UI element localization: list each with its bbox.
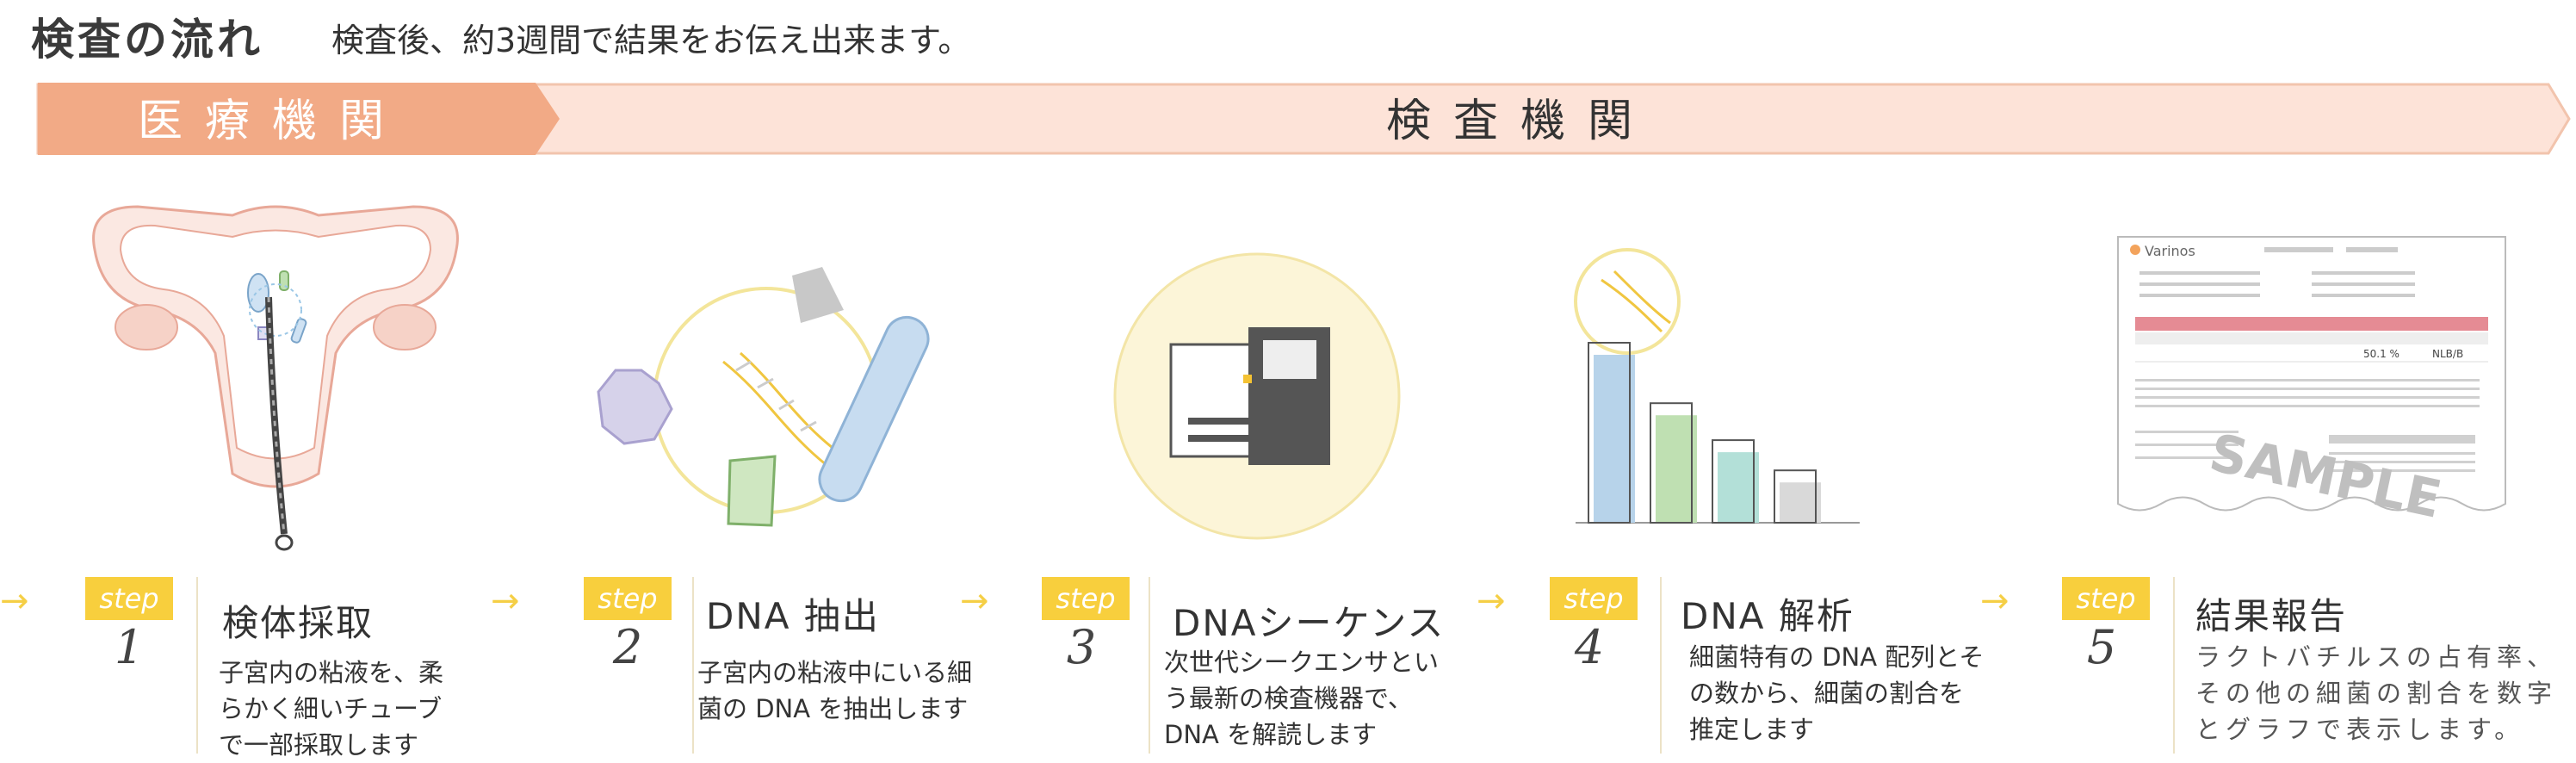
step-1-title: 検体採取	[222, 602, 375, 644]
step-2-description: 子宮内の粘液中にいる細菌の DNA を抽出します	[697, 658, 973, 723]
chart-bar-1	[1594, 355, 1635, 523]
chart-bar-outline-2	[1650, 402, 1693, 524]
chart-bar-outline-3	[1712, 439, 1755, 524]
flow-arrow-icon: →	[1477, 581, 1506, 621]
chart-bar-2	[1656, 415, 1697, 523]
process-banner	[36, 83, 2571, 155]
banner-clinic-arrow	[38, 83, 560, 155]
step-2-title: DNA 抽出	[706, 595, 880, 637]
step-3-badge: step	[1042, 577, 1130, 620]
flow-arrow-icon: →	[960, 581, 989, 621]
page-subtitle: 検査後、約3週間で結果をお伝え出来ます。	[331, 22, 971, 59]
analysis-bar-chart	[1574, 248, 1860, 524]
flow-arrow-icon: →	[1980, 581, 2009, 621]
uterus-illustration	[92, 205, 459, 551]
report-value-2: NLB/B	[2432, 348, 2463, 360]
step-4-divider	[1660, 577, 1662, 754]
result-report-illustration: Varinos 50.1 % NLB/B SAMPLE	[2117, 236, 2506, 530]
step-5-divider	[2173, 577, 2175, 754]
step-3-divider	[1149, 577, 1150, 754]
flow-arrow-icon: →	[0, 581, 29, 621]
sequencer-illustration	[1113, 252, 1401, 540]
step-4-title: DNA 解析	[1681, 595, 1855, 637]
step-5-description: ラクトバチルスの占有率、その他の細菌の割合を数字とグラフで表示します。	[2195, 642, 2558, 744]
step-1-number: 1	[114, 620, 145, 674]
step-2-number: 2	[612, 620, 643, 674]
step-5-number: 5	[2086, 620, 2117, 674]
step-3-number: 3	[1066, 620, 1097, 674]
step-5-title: 結果報告	[2195, 595, 2348, 637]
step-5-badge: step	[2062, 577, 2150, 620]
chart-bar-outline-1	[1588, 342, 1631, 524]
flow-arrow-icon: →	[491, 581, 520, 621]
page-title: 検査の流れ	[31, 15, 263, 65]
step-1-badge: step	[85, 577, 173, 620]
report-value-1: 50.1 %	[2363, 348, 2400, 360]
step-2-badge: step	[584, 577, 672, 620]
chart-bar-4	[1780, 482, 1821, 523]
step-2-divider	[692, 577, 694, 754]
step-1-description: 子宮内の粘液を、柔らかく細いチューブで一部採取します	[219, 658, 444, 760]
chart-bar-outline-4	[1774, 469, 1817, 524]
step-4-number: 4	[1574, 620, 1605, 674]
banner-clinic-label: 医療機関	[138, 96, 407, 147]
chart-bar-3	[1718, 452, 1759, 523]
report-logo: Varinos	[2145, 243, 2195, 259]
step-3-description: 次世代シークエンサという最新の検査機器で、DNA を解読します	[1164, 648, 1440, 749]
banner-lab-label: 検査機関	[1386, 96, 1656, 147]
step-4-badge: step	[1550, 577, 1638, 620]
step-1-divider	[196, 577, 198, 754]
step-3-title: DNAシーケンス	[1173, 602, 1446, 644]
dna-extraction-illustration	[597, 267, 930, 527]
step-4-description: 細菌特有の DNA 配列とその数から、細菌の割合を推定します	[1689, 642, 1985, 744]
